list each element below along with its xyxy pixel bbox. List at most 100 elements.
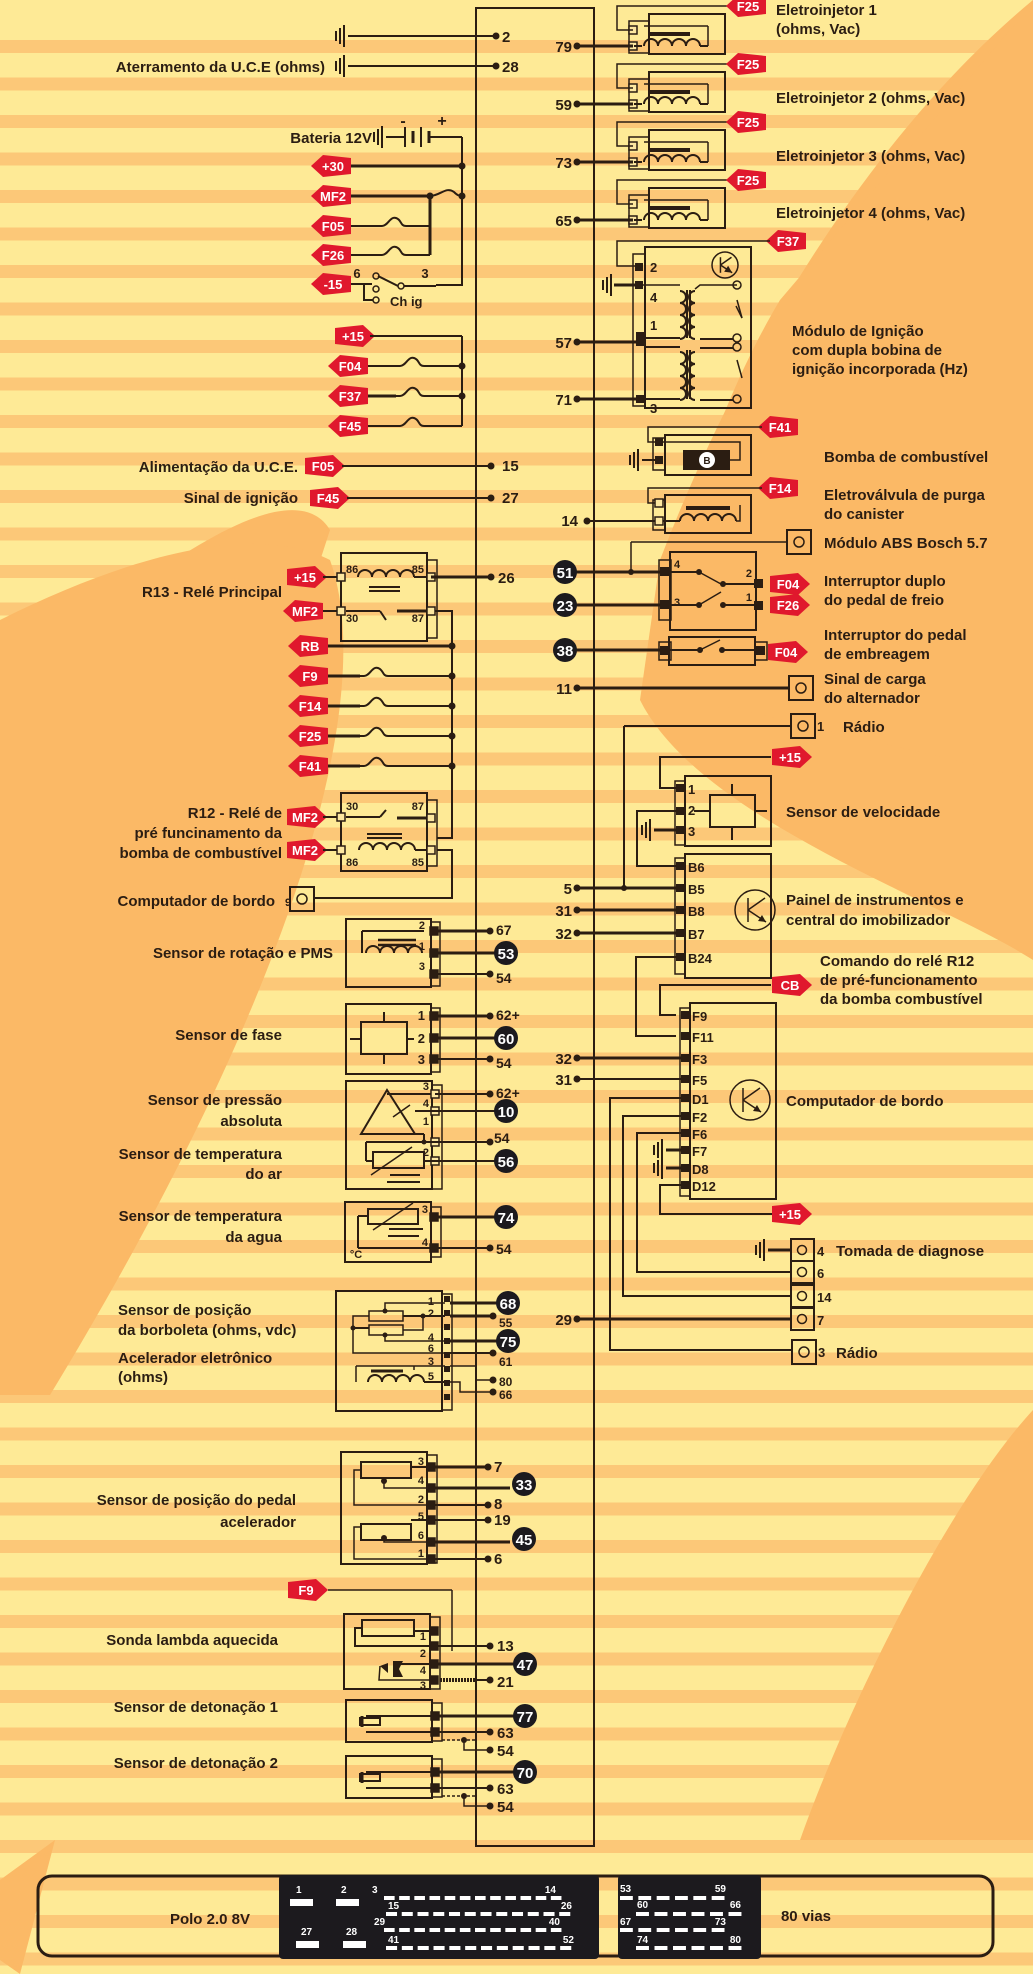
relay-switch — [379, 610, 387, 621]
terminal — [681, 1146, 689, 1154]
junction-dot — [573, 929, 581, 937]
trip-computer-left-label: Computador de bordo — [118, 893, 276, 910]
bg-stripe — [0, 1502, 1033, 1516]
wire — [463, 1796, 490, 1807]
connector-circle-shape — [494, 1026, 518, 1050]
transistor-collector — [720, 256, 732, 266]
terminal — [676, 807, 684, 815]
connector-pin-slot — [386, 1946, 398, 1950]
junction-dot — [458, 162, 466, 170]
connector-circle-label: 68 — [500, 1296, 517, 1313]
knock-sensor-box — [345, 1699, 433, 1743]
fuse-tag-label: F9 — [302, 669, 317, 684]
trip-pin-label: F11 — [692, 1030, 714, 1045]
connector-pin-slot — [728, 1912, 742, 1916]
fuse-tag: F25 — [726, 0, 766, 17]
connector-pin-slot — [475, 1928, 486, 1932]
fuse-tag-label: F05 — [322, 219, 344, 234]
connector-pin-slot — [296, 1941, 319, 1948]
terminal — [444, 1394, 450, 1400]
rpm-sensor-label: Sensor de rotação e PMS — [153, 945, 333, 962]
connector-pin-slot — [496, 1946, 508, 1950]
bg-stripe — [0, 1427, 1033, 1441]
etb-motor-coil-icon — [367, 1374, 425, 1383]
sensor-pin-label: 3 — [418, 1052, 425, 1067]
primary-coil-icon — [679, 290, 687, 340]
switch-pin-label: 1 — [746, 592, 752, 604]
diagnostic-pin-label: 7 — [817, 1313, 824, 1328]
etb-label: Acelerador eletrônico — [118, 1350, 272, 1367]
clutch-switch-label: de embreagem — [824, 646, 930, 663]
junction-dot — [382, 1332, 388, 1338]
connector-circle-shape — [553, 560, 577, 584]
fuse-tag-label: F25 — [737, 0, 759, 14]
junction-dot — [489, 1388, 497, 1396]
battery-label: Bateria 12V — [290, 130, 372, 147]
transistor-circle — [711, 251, 739, 279]
ect-sensor-label: Sensor de temperatura — [119, 1208, 283, 1225]
celsius-label: °C — [350, 1249, 362, 1261]
terminal — [681, 1164, 689, 1172]
relay-pin-label: 85 — [412, 857, 424, 869]
sensor-pin-label: 6 — [428, 1343, 434, 1355]
connector-circle: 74 — [494, 1205, 518, 1229]
fuse-tag-label: F25 — [737, 57, 759, 72]
junction-dot — [573, 100, 581, 108]
ground-icon — [373, 126, 383, 148]
junction-dot — [487, 494, 495, 502]
terminal — [676, 906, 684, 914]
connector-circle-label: 60 — [498, 1031, 515, 1048]
purge-valve-label: Eletroválvula de purga — [824, 487, 986, 504]
connector-circle: 45 — [512, 1527, 536, 1551]
trip-pin-label: F5 — [692, 1073, 707, 1088]
tps-etb-box — [335, 1290, 443, 1412]
dashboard-pin-label: B5 — [688, 882, 705, 897]
transistor-collector — [747, 897, 766, 911]
relay-pin-label: 30 — [346, 801, 358, 813]
connector-pin-label: 40 — [549, 1917, 561, 1928]
sensor-pin-label: 3 — [428, 1356, 434, 1368]
connector-pin-slot — [336, 1899, 359, 1906]
spark-terminal — [732, 280, 742, 290]
socket-box — [790, 1238, 815, 1262]
ecu-pin-number: 14 — [561, 513, 578, 530]
fuse-tag: F9 — [288, 1579, 328, 1601]
r12-command-label: Comando do relé R12 — [820, 953, 974, 970]
ground-icon — [335, 25, 345, 47]
r12-relay-label: bomba de combustível — [119, 845, 282, 862]
connector-pin-slot — [449, 1912, 461, 1916]
radio-pin-label: 3 — [818, 1345, 825, 1360]
diagnostic-pin-label: 4 — [817, 1244, 825, 1259]
junction-dot — [489, 1349, 497, 1357]
bg-stripe — [0, 1090, 1033, 1103]
bg-stripe — [0, 1052, 1033, 1066]
wire — [313, 849, 453, 899]
fuel-pump-label: Bomba de combustível — [824, 449, 988, 466]
connector-circle-label: 51 — [557, 565, 574, 582]
connector-pin-slot — [384, 1928, 395, 1932]
connector-box — [786, 529, 812, 555]
sensor-pin-label: 6 — [418, 1530, 424, 1542]
terminal — [444, 1296, 450, 1302]
socket-box — [790, 1284, 815, 1308]
dashboard-transistor-icon — [734, 889, 776, 931]
trip-pin-label: 9 — [285, 897, 291, 909]
ignition-transistor-icon — [711, 251, 739, 279]
bg-stripe — [0, 40, 1033, 53]
purge-valve-box — [664, 494, 752, 534]
fuse-tag-shape — [288, 725, 328, 747]
ecu-pin-number: 55 — [499, 1316, 513, 1330]
junction-dot — [621, 885, 627, 891]
fuse-tag-shape — [758, 477, 798, 499]
fuse-tag-shape — [311, 155, 351, 177]
battery-plus-sign: + — [437, 113, 446, 130]
pin-strip — [431, 1758, 443, 1798]
purge-coil-icon — [679, 513, 737, 522]
terminal — [676, 929, 684, 937]
connector-circle-shape — [496, 1329, 520, 1353]
wire — [636, 1132, 791, 1273]
fuse-tag: MF2 — [311, 185, 351, 207]
connector-pin-slot — [535, 1896, 547, 1900]
relay-switch — [379, 809, 387, 818]
trip-pin-label: D1 — [692, 1092, 709, 1107]
